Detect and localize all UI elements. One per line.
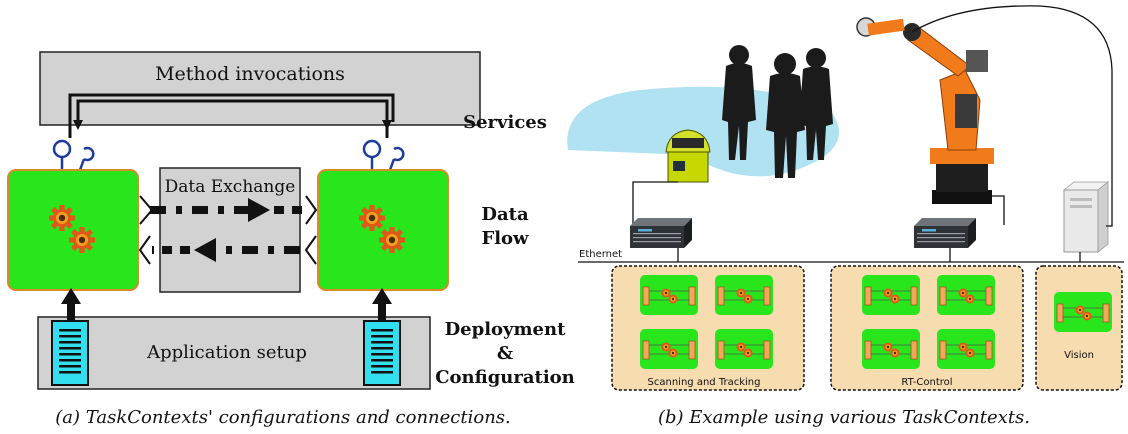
method-box-label: Method invocations <box>155 63 345 85</box>
caption-right: (b) Example using various TaskContexts. <box>658 407 1030 428</box>
mini-taskcontext <box>862 329 920 369</box>
deployment-label-line3: Configuration <box>435 367 575 388</box>
data-flow-arrow-right <box>150 198 306 222</box>
data-flow-arrow-left <box>152 238 300 262</box>
laser-scanner-icon <box>665 129 711 183</box>
group-scanning-tracking: Scanning and Tracking <box>611 265 805 391</box>
network-switch-icon <box>630 218 692 248</box>
method-invocations-panel: Method invocations <box>39 51 481 126</box>
data-flow-label-line1: Data <box>481 204 529 225</box>
vision-pc-icon <box>1062 181 1110 253</box>
mini-taskcontext <box>715 329 773 369</box>
group-vision: Vision <box>1035 265 1123 391</box>
group-label: RT-Control <box>901 377 952 388</box>
data-exchange-panel: Data Exchange <box>159 167 301 293</box>
caption-left: (a) TaskContexts' configurations and con… <box>55 407 511 428</box>
ethernet-label: Ethernet <box>579 249 622 260</box>
network-switch-icon <box>914 218 976 248</box>
gear-icon <box>379 227 405 253</box>
mini-taskcontext <box>1054 292 1112 332</box>
group-label: Scanning and Tracking <box>648 377 761 388</box>
gear-icon <box>359 205 385 231</box>
taskcontext-left <box>7 169 139 291</box>
mini-taskcontext <box>937 275 995 315</box>
service-port-icons-left <box>52 139 95 171</box>
group-rt-control: RT-Control <box>830 265 1024 391</box>
method-link-arrowhead <box>73 120 83 130</box>
gear-icon <box>49 205 75 231</box>
application-setup-panel: Application setup <box>37 316 431 390</box>
robot-arm-icon <box>856 17 994 204</box>
data-exchange-label: Data Exchange <box>165 177 296 197</box>
mini-taskcontext <box>715 275 773 315</box>
method-links <box>68 93 395 138</box>
data-flow-label-line2: Flow <box>481 228 529 249</box>
configuration-arrows <box>61 288 392 322</box>
gear-icon <box>69 227 95 253</box>
deployment-label-line1: Deployment <box>445 319 567 340</box>
mini-taskcontext <box>640 275 698 315</box>
mini-taskcontext <box>640 329 698 369</box>
mini-taskcontext <box>937 329 995 369</box>
config-file-icon <box>363 320 401 386</box>
method-link-arrowhead <box>382 120 392 130</box>
people-silhouettes-icon <box>722 45 833 178</box>
deployment-label-line2: & <box>497 343 513 364</box>
cables <box>632 5 1113 262</box>
taskcontext-right <box>317 169 449 291</box>
group-label: Vision <box>1064 350 1094 361</box>
app-setup-label: Application setup <box>146 342 307 363</box>
config-file-icon <box>51 320 89 386</box>
services-label: Services <box>463 112 547 133</box>
mini-taskcontext <box>862 275 920 315</box>
service-port-icons-right <box>362 139 405 171</box>
